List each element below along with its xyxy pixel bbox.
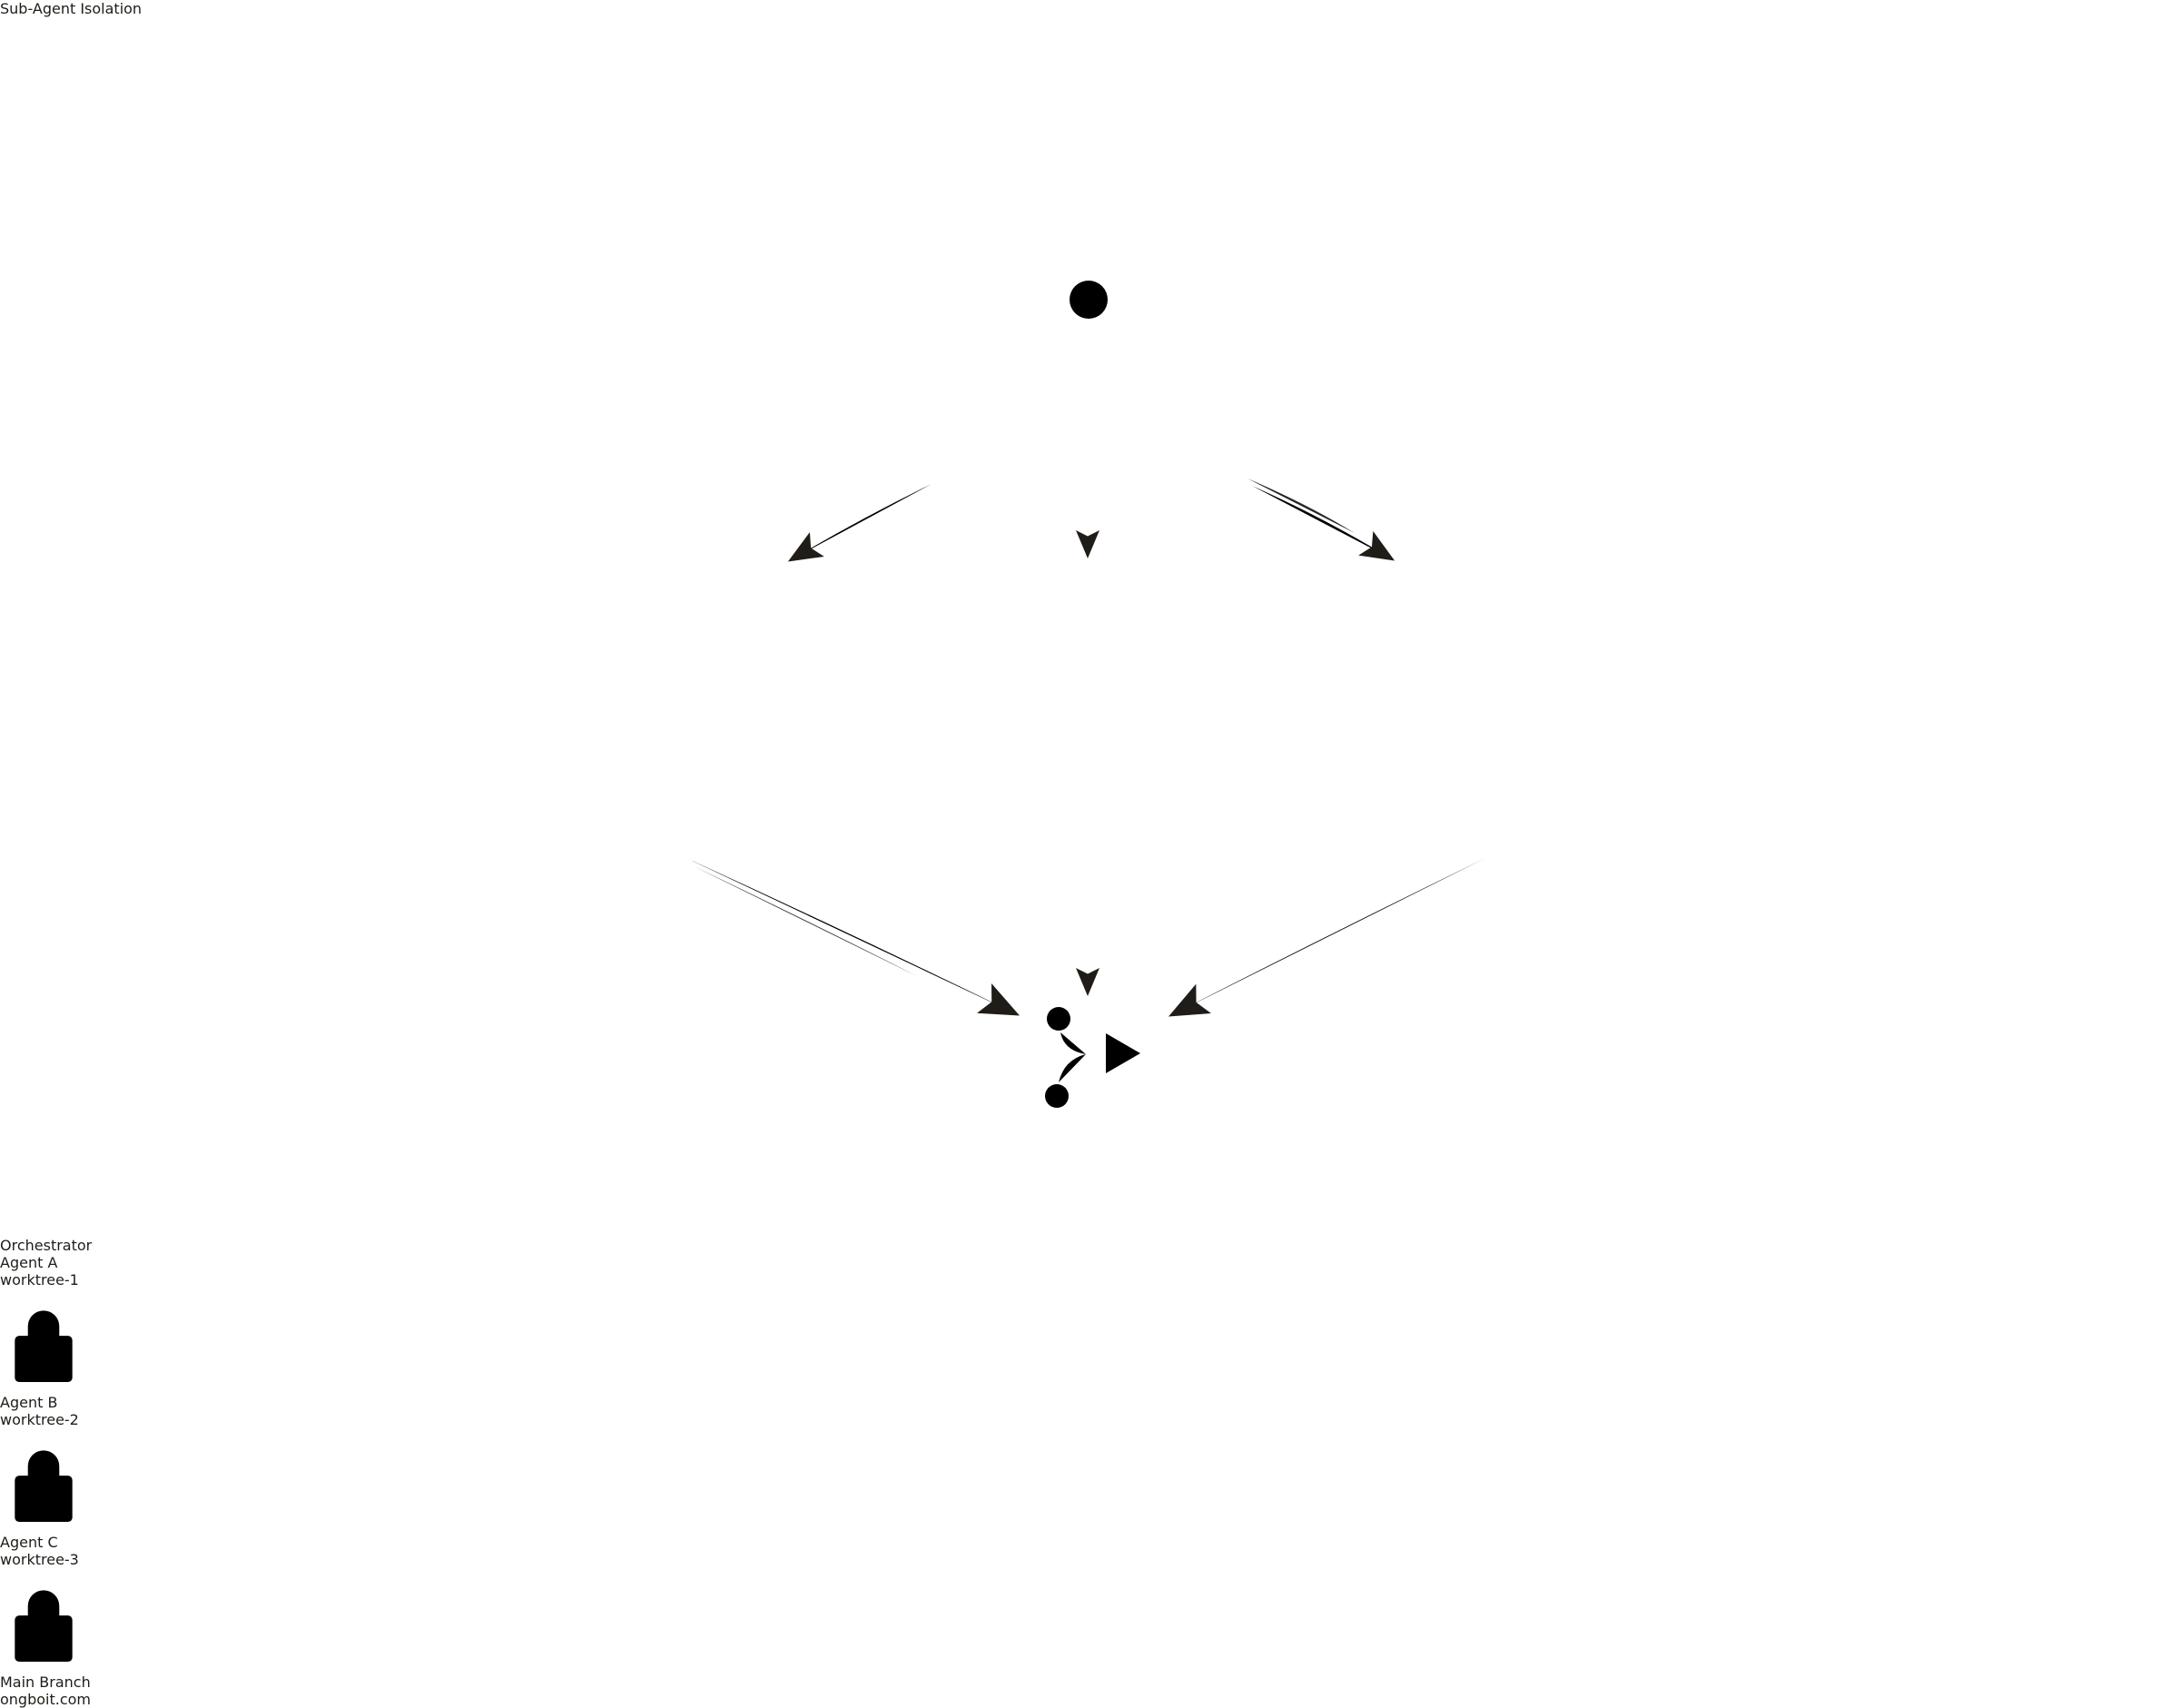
arrow-orchestrator-to-agent-a xyxy=(787,484,932,562)
orchestrator-label: Orchestrator xyxy=(0,1237,93,1254)
git-merge-branch-icon xyxy=(1045,1007,1140,1108)
page-title: Sub-Agent Isolation xyxy=(0,0,143,17)
arrow-orchestrator-to-agent-c xyxy=(1247,479,1395,561)
arrow-agent-a-to-main-branch xyxy=(686,858,1020,1016)
agent-b-name: Agent B xyxy=(0,1394,58,1411)
title-box-inner-border: Sub-Agent Isolation xyxy=(0,0,2179,17)
agent-a-worktree: worktree-1 xyxy=(0,1271,79,1288)
parchment-background xyxy=(0,0,2179,1216)
arrow-agent-c-to-main-branch xyxy=(1168,858,1485,1017)
agent-a-box: Agent A worktree-1 xyxy=(0,1254,2179,1394)
watermark-url: ongboit.com xyxy=(0,1691,92,1708)
stick-figure-person-icon xyxy=(1062,281,1116,420)
agent-b-box: Agent B worktree-2 xyxy=(0,1394,2179,1534)
agent-b-worktree: worktree-2 xyxy=(0,1411,79,1428)
padlock-icon xyxy=(0,1288,2179,1394)
diagram-connectors-layer xyxy=(686,281,1485,1108)
agent-c-name: Agent C xyxy=(0,1534,58,1551)
main-branch-label: Main Branch xyxy=(0,1673,91,1691)
padlock-icon xyxy=(0,1568,2179,1673)
agent-c-worktree: worktree-3 xyxy=(0,1551,79,1568)
agent-a-name: Agent A xyxy=(0,1254,58,1271)
title-box: Sub-Agent Isolation xyxy=(0,0,2179,17)
agent-c-box: Agent C worktree-3 xyxy=(0,1534,2179,1673)
padlock-icon xyxy=(0,1428,2179,1534)
